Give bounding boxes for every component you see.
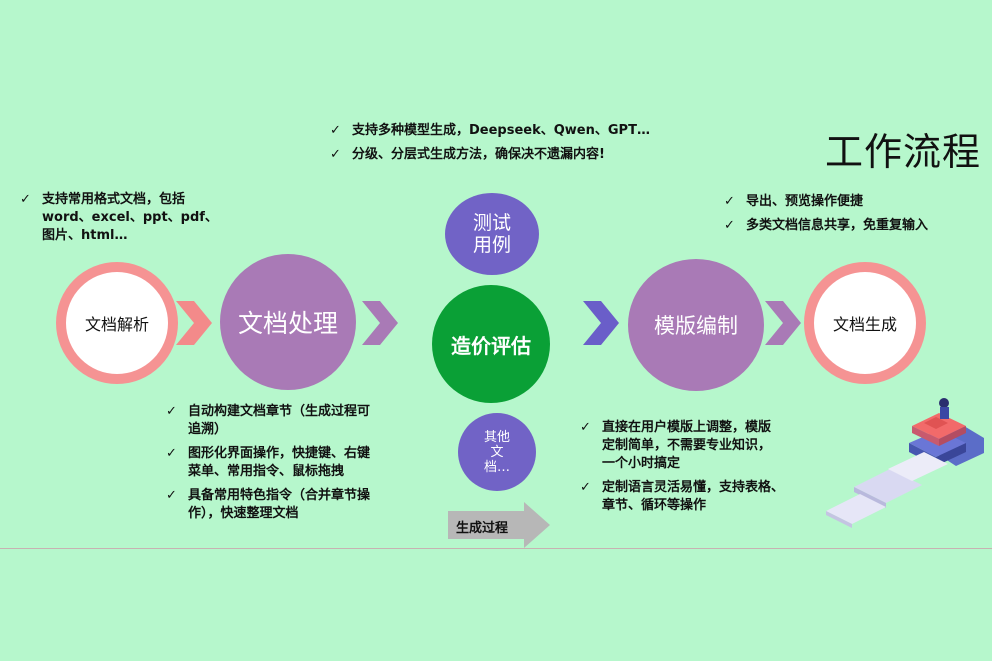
list-item: ✓多类文档信息共享，免重复输入	[724, 218, 929, 233]
chevron-right-icon	[583, 301, 619, 345]
list-item: ✓分级、分层式生成方法，确保决不遗漏内容!	[330, 147, 605, 162]
node-cost-estimate-label: 造价评估	[451, 333, 531, 358]
list-item: ✓直接在用户模版上调整，模版 定制简单，不需要专业知识， 一个小时搞定	[580, 420, 772, 471]
list-item: ✓自动构建文档章节（生成过程可 追溯）	[166, 404, 371, 437]
isometric-illustration	[826, 398, 984, 528]
page-title: 工作流程	[825, 130, 982, 174]
check-icon: ✓	[20, 192, 31, 207]
node-document-process-label: 文档处理	[237, 309, 338, 338]
left-bullet-list: ✓支持常用格式文档，包括 word、excel、ppt、pdf、 图片、html…	[20, 191, 240, 251]
check-icon: ✓	[580, 480, 591, 495]
node-test-cases: 测试 用例	[445, 193, 539, 275]
check-icon: ✓	[724, 194, 735, 209]
right-top-bullet-list: ✓导出、预览操作便捷 ✓多类文档信息共享，免重复输入	[724, 193, 984, 241]
node-document-parse-label: 文档解析	[66, 272, 168, 374]
node-template-compile-label: 模版编制	[654, 314, 738, 338]
top-bullet-list: ✓支持多种模型生成，Deepseek、Qwen、GPT… ✓分级、分层式生成方法…	[330, 122, 730, 170]
list-item: ✓导出、预览操作便捷	[724, 194, 864, 209]
list-item: ✓具备常用特色指令（合并章节操 作），快速整理文档	[166, 488, 371, 521]
check-icon: ✓	[330, 123, 341, 138]
process-arrow-label: 生成过程	[456, 521, 509, 536]
check-icon: ✓	[724, 218, 735, 233]
node-other-documents-label: 其他 文 档…	[483, 429, 510, 475]
node-other-documents: 其他 文 档…	[458, 413, 536, 491]
check-icon: ✓	[166, 404, 177, 419]
list-item: ✓支持多种模型生成，Deepseek、Qwen、GPT…	[330, 123, 650, 138]
check-icon: ✓	[330, 147, 341, 162]
chevron-right-icon	[362, 301, 398, 345]
list-item: ✓图形化界面操作，快捷键、右键 菜单、常用指令、鼠标拖拽	[166, 446, 371, 479]
check-icon: ✓	[166, 446, 177, 461]
node-document-generate: 文档生成	[804, 262, 926, 384]
bottom-left-bullet-list: ✓自动构建文档章节（生成过程可 追溯） ✓图形化界面操作，快捷键、右键 菜单、常…	[166, 403, 426, 529]
list-item: ✓定制语言灵活易懂，支持表格、 章节、循环等操作	[580, 480, 785, 513]
node-document-process: 文档处理	[220, 254, 356, 390]
check-icon: ✓	[166, 488, 177, 503]
list-item: ✓支持常用格式文档，包括 word、excel、ppt、pdf、 图片、html…	[20, 192, 218, 243]
node-template-compile: 模版编制	[628, 259, 764, 391]
divider	[0, 548, 992, 549]
node-test-cases-label: 测试 用例	[472, 212, 511, 256]
bottom-right-bullet-list: ✓直接在用户模版上调整，模版 定制简单，不需要专业知识， 一个小时搞定 ✓定制语…	[580, 419, 840, 521]
node-document-generate-label: 文档生成	[814, 272, 916, 374]
chevron-right-icon	[765, 301, 801, 345]
chevron-right-icon	[176, 301, 212, 345]
node-cost-estimate: 造价评估	[432, 285, 550, 403]
node-document-parse: 文档解析	[56, 262, 178, 384]
process-arrow	[448, 502, 550, 548]
check-icon: ✓	[580, 420, 591, 435]
